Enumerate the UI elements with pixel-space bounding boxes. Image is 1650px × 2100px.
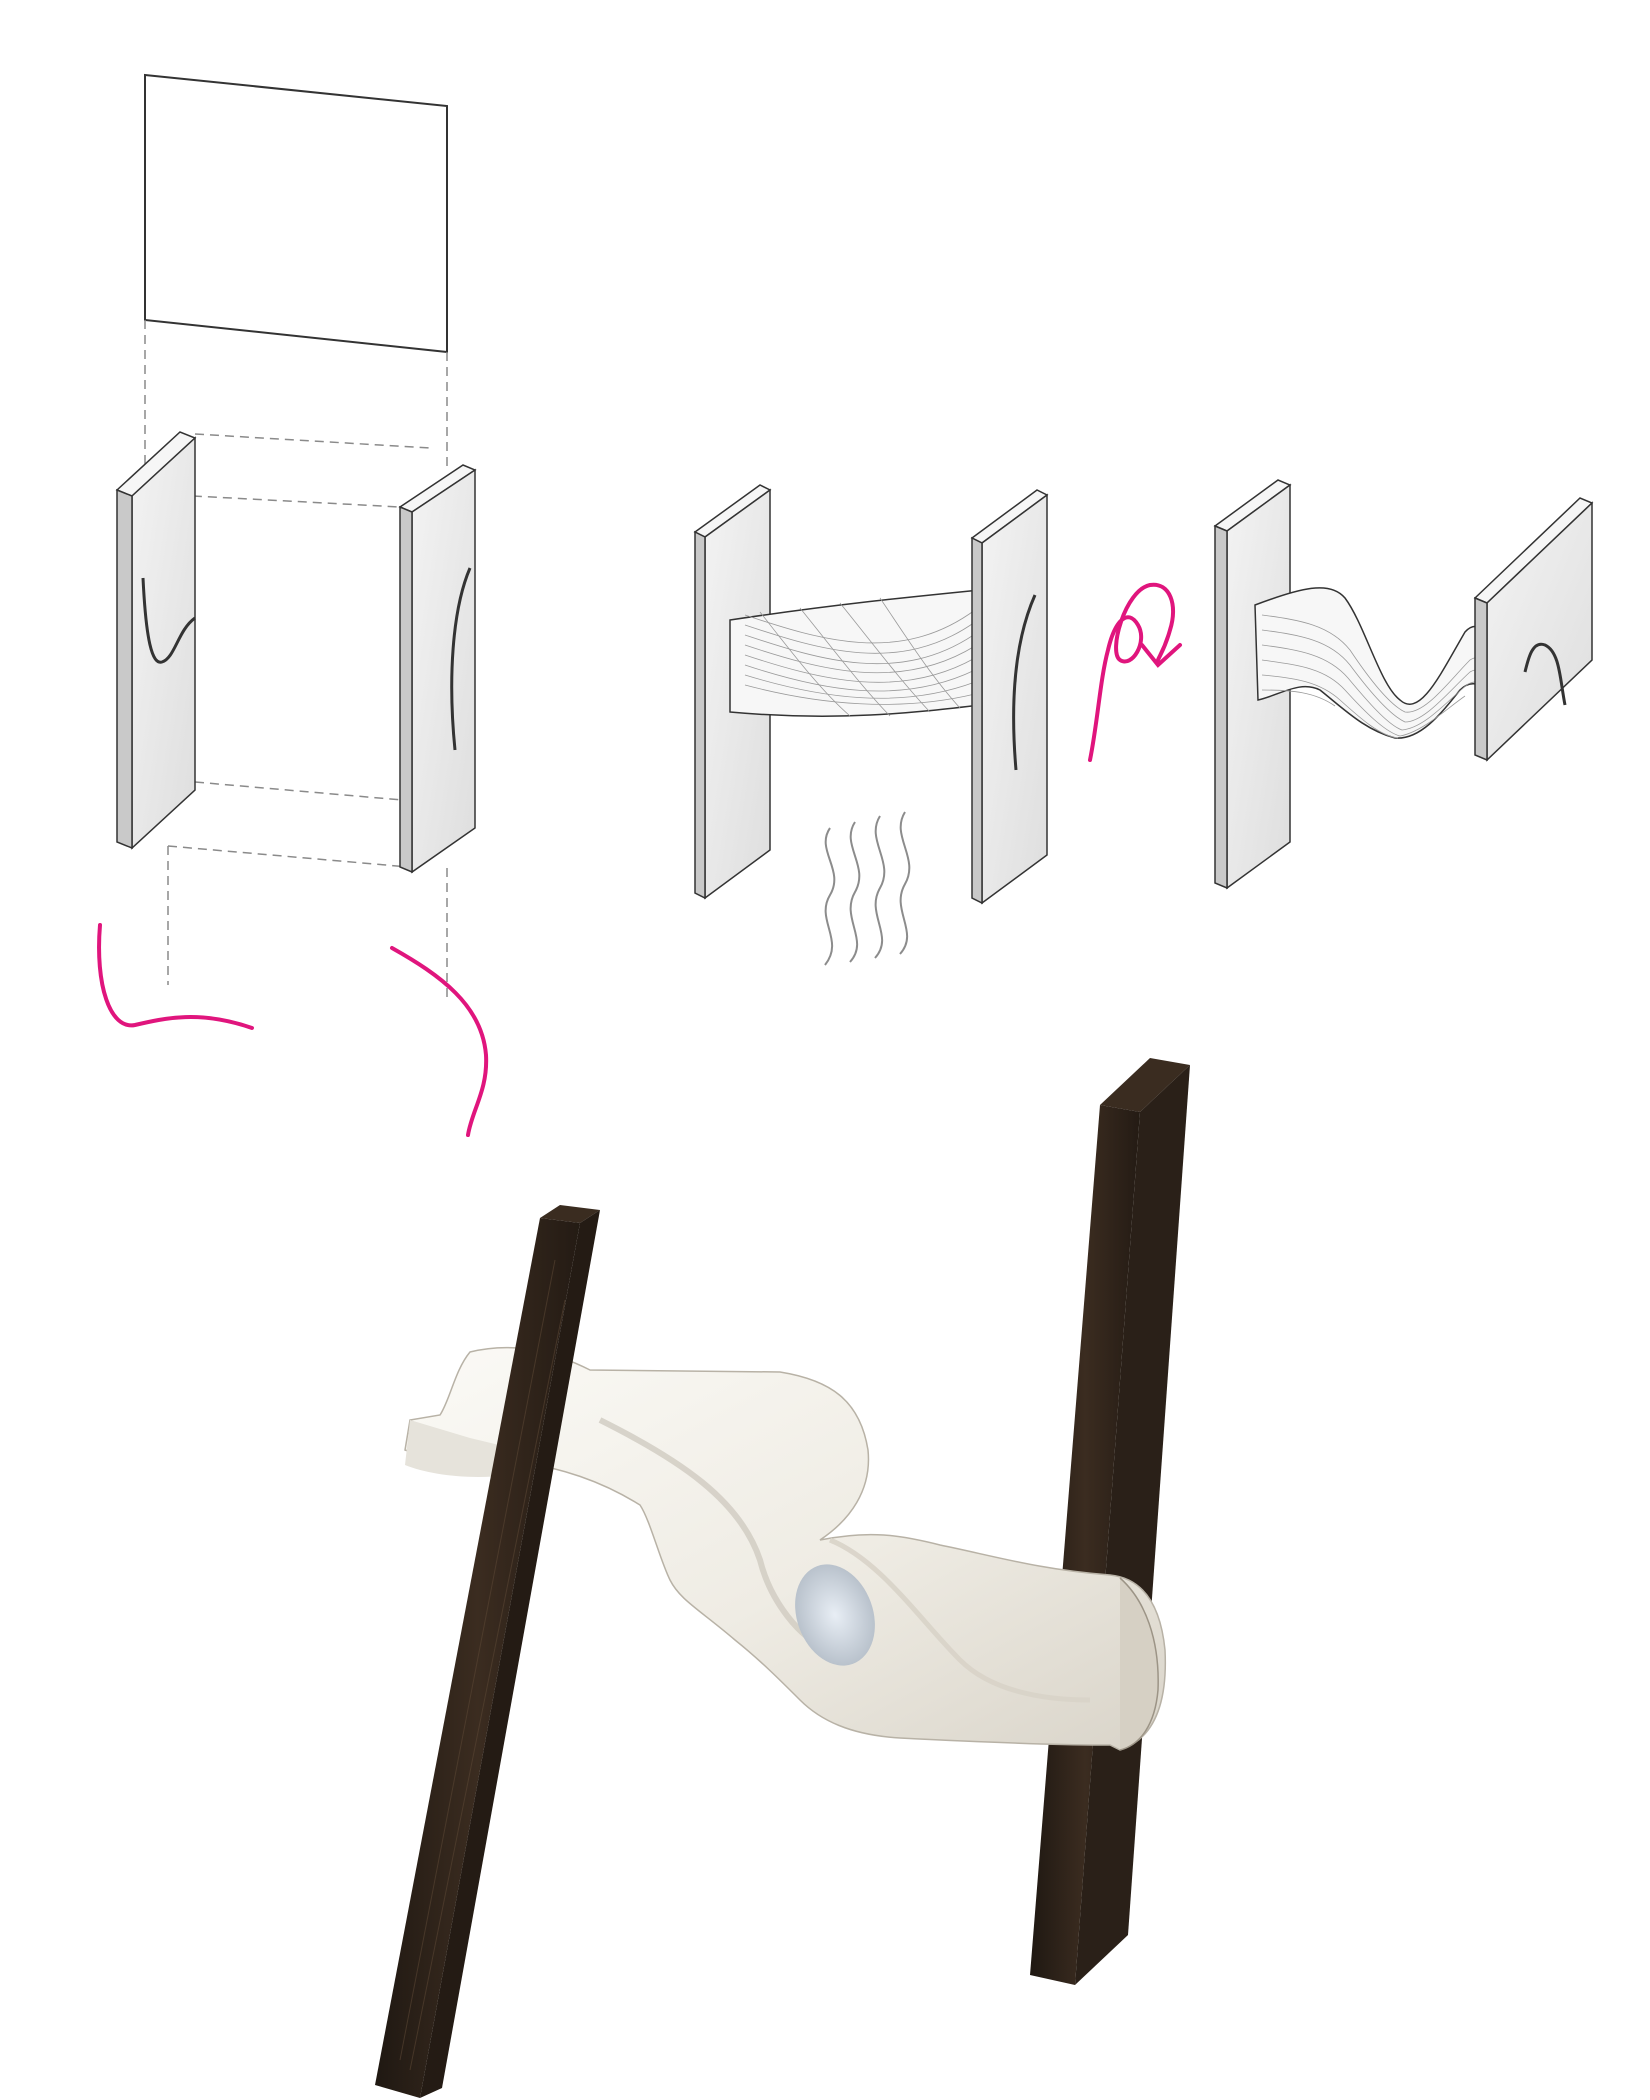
heating-step — [693, 484, 1049, 966]
twisting-step — [1213, 479, 1594, 890]
dashed-guides — [117, 320, 448, 1000]
twisting-right-panel-icon — [1473, 497, 1594, 762]
left-wood-batten-icon — [375, 1205, 600, 2098]
heating-right-panel-icon — [970, 489, 1049, 905]
twisted-sheet-icon — [1254, 587, 1501, 739]
left-panel-icon — [115, 431, 197, 850]
assembly-step — [97, 73, 489, 1137]
right-edge-curve-annotation — [390, 946, 489, 1137]
right-panel-icon — [398, 464, 477, 874]
left-edge-curve-annotation — [97, 923, 254, 1030]
rotation-arrow-icon — [1088, 582, 1182, 762]
right-wood-batten-icon — [1030, 1058, 1190, 1985]
heat-waves-icon — [824, 811, 911, 966]
formed-plastic-icon — [404, 1346, 1167, 1751]
sheet-icon — [144, 73, 448, 354]
hollow-cavity — [795, 1564, 875, 1666]
slot-curve-icon — [141, 577, 196, 664]
heated-sheet-icon — [729, 589, 981, 717]
physical-model — [375, 1058, 1190, 2098]
